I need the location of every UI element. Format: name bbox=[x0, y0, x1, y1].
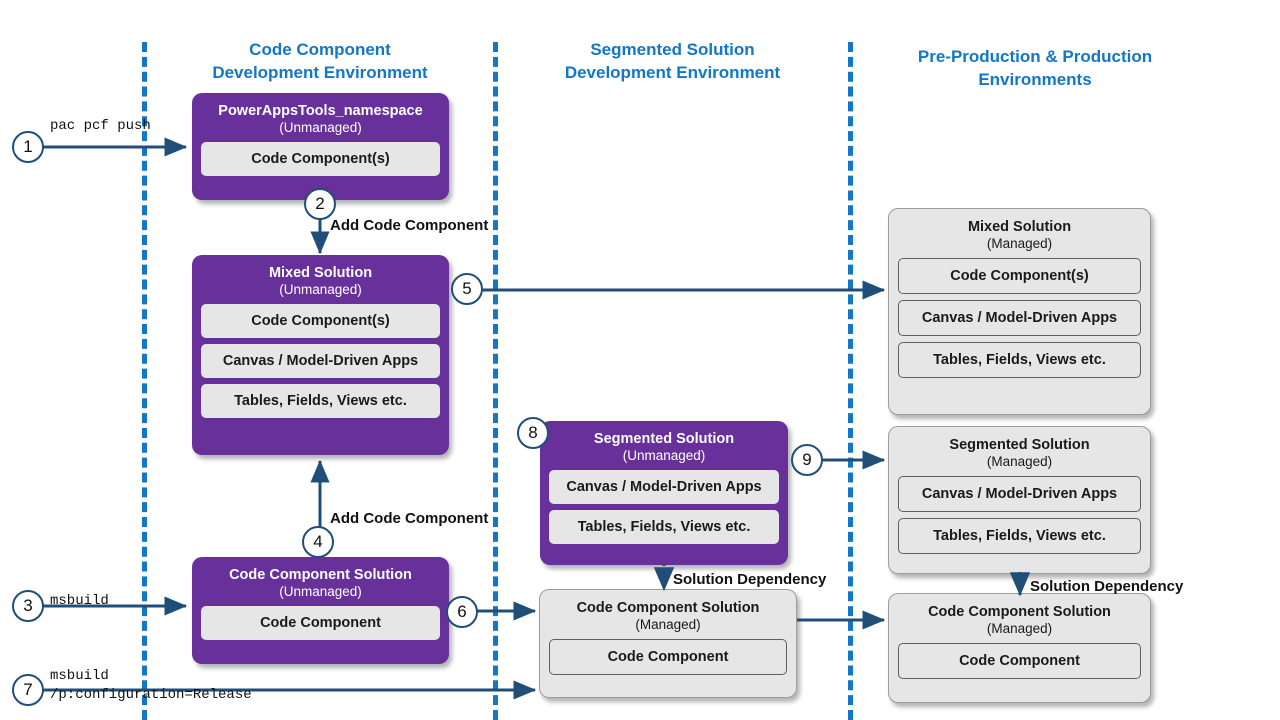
box-state-text: (Managed) bbox=[986, 454, 1053, 470]
step-badge-6[interactable]: 6 bbox=[446, 596, 478, 628]
box-item[interactable]: Canvas / Model-Driven Apps bbox=[201, 344, 440, 378]
box-title-text: PowerAppsTools_namespace bbox=[218, 103, 423, 119]
step-badge-4[interactable]: 4 bbox=[302, 526, 334, 558]
box-title: Segmented Solution (Unmanaged) bbox=[549, 427, 779, 470]
box-item[interactable]: Canvas / Model-Driven Apps bbox=[549, 470, 779, 504]
step-badge-5[interactable]: 5 bbox=[451, 273, 483, 305]
box-title-text: Code Component Solution bbox=[928, 604, 1111, 620]
step-badge-8[interactable]: 8 bbox=[517, 417, 549, 449]
box-item[interactable]: Code Component bbox=[201, 606, 440, 640]
step-badge-3[interactable]: 3 bbox=[12, 590, 44, 622]
box-title-text: Mixed Solution bbox=[967, 219, 1072, 235]
step-badge-2[interactable]: 2 bbox=[304, 188, 336, 220]
label-add-code-component-top: Add Code Component bbox=[330, 217, 489, 234]
box-item[interactable]: Canvas / Model-Driven Apps bbox=[898, 476, 1141, 512]
step-badge-1[interactable]: 1 bbox=[12, 131, 44, 163]
box-state-text: (Managed) bbox=[986, 236, 1053, 252]
box-code-component-solution-unmanaged[interactable]: Code Component Solution (Unmanaged) Code… bbox=[192, 557, 449, 664]
label-add-code-component-bottom: Add Code Component bbox=[330, 510, 489, 527]
box-code-component-solution-managed-prod[interactable]: Code Component Solution (Managed) Code C… bbox=[888, 593, 1151, 703]
box-state-text: (Managed) bbox=[635, 617, 701, 633]
box-item[interactable]: Code Component(s) bbox=[898, 258, 1141, 294]
lane-divider-3 bbox=[848, 42, 853, 720]
box-title: Code Component Solution (Managed) bbox=[898, 600, 1141, 643]
box-mixed-solution-unmanaged[interactable]: Mixed Solution (Unmanaged) Code Componen… bbox=[192, 255, 449, 455]
label-msbuild-release: msbuild /p:configuration=Release bbox=[50, 668, 252, 703]
lane-title-line2: Development Environment bbox=[564, 62, 781, 82]
box-title-text: Code Component Solution bbox=[576, 600, 760, 616]
box-powerappstools-namespace[interactable]: PowerAppsTools_namespace (Unmanaged) Cod… bbox=[192, 93, 449, 200]
lane-title-code-component-dev: Code Component Development Environment bbox=[170, 39, 470, 85]
box-segmented-solution-managed[interactable]: Segmented Solution (Managed) Canvas / Mo… bbox=[888, 426, 1151, 574]
lane-title-line1: Pre-Production & Production bbox=[917, 47, 1153, 66]
box-item[interactable]: Code Component bbox=[898, 643, 1141, 679]
lane-title-line1: Code Component bbox=[249, 40, 391, 59]
box-state-text: (Unmanaged) bbox=[279, 120, 362, 136]
box-title-text: Segmented Solution bbox=[593, 431, 735, 447]
box-item[interactable]: Code Component(s) bbox=[201, 142, 440, 176]
box-item[interactable]: Tables, Fields, Views etc. bbox=[549, 510, 779, 544]
box-title: PowerAppsTools_namespace (Unmanaged) bbox=[201, 99, 440, 142]
box-title-text: Code Component Solution bbox=[229, 567, 412, 583]
label-solution-dependency-right: Solution Dependency bbox=[1030, 578, 1184, 595]
box-title: Mixed Solution (Managed) bbox=[898, 215, 1141, 258]
box-item[interactable]: Tables, Fields, Views etc. bbox=[201, 384, 440, 418]
box-item[interactable]: Code Component(s) bbox=[201, 304, 440, 338]
lane-title-segmented-solution-dev: Segmented Solution Development Environme… bbox=[525, 39, 820, 85]
step-badge-7[interactable]: 7 bbox=[12, 674, 44, 706]
box-title: Code Component Solution (Unmanaged) bbox=[201, 563, 440, 606]
box-state-text: (Managed) bbox=[986, 621, 1053, 637]
box-item[interactable]: Tables, Fields, Views etc. bbox=[898, 518, 1141, 554]
box-title-text: Segmented Solution bbox=[949, 437, 1090, 453]
box-state-text: (Unmanaged) bbox=[279, 584, 362, 600]
box-title: Mixed Solution (Unmanaged) bbox=[201, 261, 440, 304]
label-msbuild: msbuild bbox=[50, 593, 109, 609]
lane-title-line2: Development Environment bbox=[212, 62, 428, 82]
label-pac-pcf-push: pac pcf push bbox=[50, 118, 151, 134]
box-mixed-solution-managed[interactable]: Mixed Solution (Managed) Code Component(… bbox=[888, 208, 1151, 415]
box-code-component-solution-managed-mid[interactable]: Code Component Solution (Managed) Code C… bbox=[539, 589, 797, 698]
step-badge-9[interactable]: 9 bbox=[791, 444, 823, 476]
box-title: Code Component Solution (Managed) bbox=[549, 596, 787, 639]
box-item[interactable]: Canvas / Model-Driven Apps bbox=[898, 300, 1141, 336]
lane-title-line1: Segmented Solution bbox=[590, 40, 755, 59]
lane-divider-1 bbox=[142, 42, 147, 720]
box-title-text: Mixed Solution bbox=[268, 265, 373, 281]
box-title: Segmented Solution (Managed) bbox=[898, 433, 1141, 476]
box-state-text: (Unmanaged) bbox=[279, 282, 362, 298]
lane-divider-2 bbox=[493, 42, 498, 720]
box-segmented-solution-unmanaged[interactable]: Segmented Solution (Unmanaged) Canvas / … bbox=[540, 421, 788, 565]
box-item[interactable]: Code Component bbox=[549, 639, 787, 675]
box-item[interactable]: Tables, Fields, Views etc. bbox=[898, 342, 1141, 378]
label-solution-dependency-mid: Solution Dependency bbox=[673, 571, 827, 588]
box-state-text: (Unmanaged) bbox=[622, 448, 706, 464]
lane-title-preprod-production: Pre-Production & Production Environments bbox=[880, 46, 1190, 92]
lane-title-line2: Environments bbox=[978, 69, 1092, 89]
